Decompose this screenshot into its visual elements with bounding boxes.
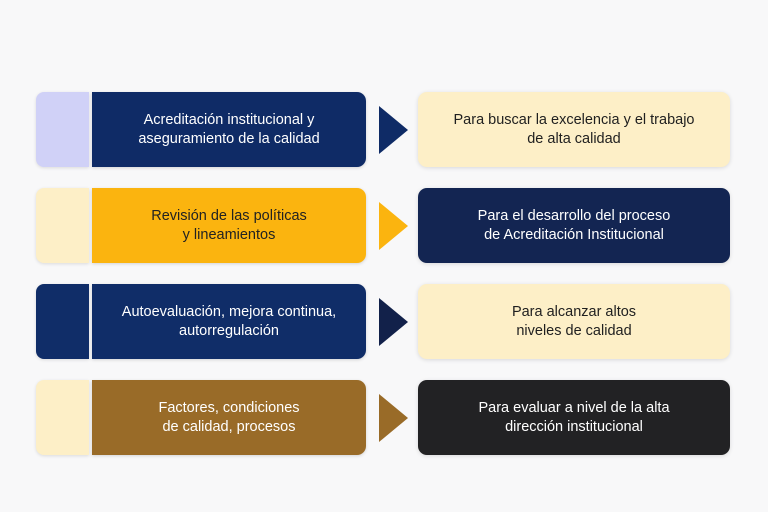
flow-row-3: Autoevaluación, mejora continua, autorre… bbox=[0, 284, 768, 359]
target-box: Para evaluar a nivel de la alta direcció… bbox=[418, 380, 730, 455]
row-marker bbox=[36, 380, 89, 455]
target-box: Para el desarrollo del proceso de Acredi… bbox=[418, 188, 730, 263]
target-label: Para el desarrollo del proceso de Acredi… bbox=[477, 207, 671, 243]
source-label: Acreditación institucional y aseguramien… bbox=[138, 111, 320, 147]
source-box: Factores, condiciones de calidad, proces… bbox=[92, 380, 366, 455]
source-label: Factores, condiciones de calidad, proces… bbox=[158, 399, 300, 435]
target-label: Para alcanzar altos niveles de calidad bbox=[511, 303, 637, 339]
arrow-right-icon bbox=[379, 106, 408, 154]
row-marker bbox=[36, 92, 89, 167]
target-box: Para buscar la excelencia y el trabajo d… bbox=[418, 92, 730, 167]
row-marker bbox=[36, 284, 89, 359]
source-label: Autoevaluación, mejora continua, autorre… bbox=[121, 303, 337, 339]
arrow-right-icon bbox=[379, 202, 408, 250]
target-label: Para evaluar a nivel de la alta direcció… bbox=[478, 399, 670, 435]
arrow-right-icon bbox=[379, 394, 408, 442]
flow-row-2: Revisión de las políticas y lineamientos… bbox=[0, 188, 768, 263]
source-box: Acreditación institucional y aseguramien… bbox=[92, 92, 366, 167]
source-box: Revisión de las políticas y lineamientos bbox=[92, 188, 366, 263]
row-marker bbox=[36, 188, 89, 263]
target-label: Para buscar la excelencia y el trabajo d… bbox=[453, 111, 695, 147]
source-box: Autoevaluación, mejora continua, autorre… bbox=[92, 284, 366, 359]
flow-row-4: Factores, condiciones de calidad, proces… bbox=[0, 380, 768, 455]
arrow-right-icon bbox=[379, 298, 408, 346]
target-box: Para alcanzar altos niveles de calidad bbox=[418, 284, 730, 359]
flow-row-1: Acreditación institucional y aseguramien… bbox=[0, 92, 768, 167]
source-label: Revisión de las políticas y lineamientos bbox=[151, 207, 307, 243]
